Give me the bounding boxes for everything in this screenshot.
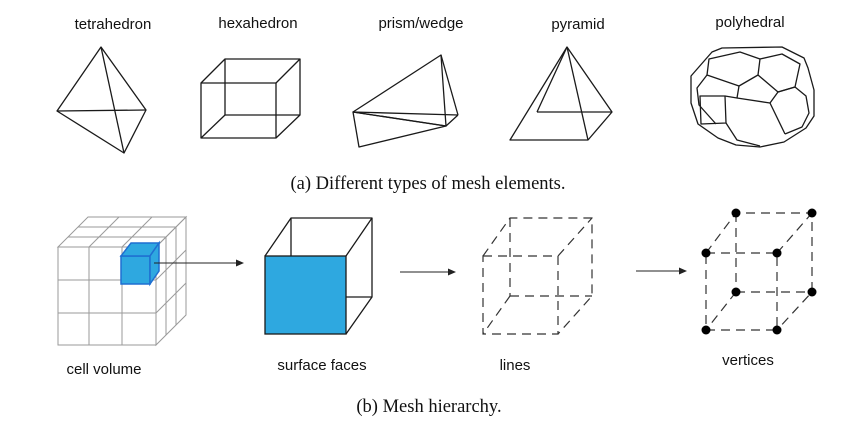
label-pyramid: pyramid bbox=[551, 16, 604, 33]
label-vertices: vertices bbox=[722, 352, 774, 369]
label-tetrahedron: tetrahedron bbox=[75, 16, 152, 33]
label-lines: lines bbox=[500, 357, 531, 374]
vertices-shape bbox=[701, 208, 817, 335]
vertex-dot bbox=[807, 287, 817, 297]
label-surface-faces: surface faces bbox=[277, 357, 366, 374]
vertex-dot bbox=[731, 287, 741, 297]
prism-wedge-shape bbox=[352, 54, 459, 148]
highlighted-cell bbox=[119, 240, 161, 287]
lines-shape bbox=[482, 217, 593, 335]
vertex-dot bbox=[772, 325, 782, 335]
hexahedron-shape bbox=[200, 58, 301, 139]
arrow-to-lines bbox=[400, 268, 456, 276]
tetrahedron-shape bbox=[56, 46, 147, 154]
cell-volume-shape bbox=[56, 215, 188, 347]
label-prism-wedge: prism/wedge bbox=[378, 15, 463, 32]
label-hexahedron: hexahedron bbox=[218, 15, 297, 32]
label-cell-volume: cell volume bbox=[66, 361, 141, 378]
arrow-to-surface-faces bbox=[154, 259, 244, 267]
vertex-dot bbox=[701, 248, 711, 258]
caption-a: (a) Different types of mesh elements. bbox=[290, 174, 565, 194]
caption-b: (b) Mesh hierarchy. bbox=[356, 397, 501, 417]
vertex-dot bbox=[772, 248, 782, 258]
label-polyhedral: polyhedral bbox=[715, 14, 784, 31]
arrow-to-vertices bbox=[636, 267, 687, 275]
vertex-dot bbox=[701, 325, 711, 335]
polyhedral-shape bbox=[690, 46, 815, 148]
vertex-dot bbox=[731, 208, 741, 218]
vertex-dot bbox=[807, 208, 817, 218]
surface-faces-shape bbox=[264, 217, 373, 335]
pyramid-shape bbox=[509, 46, 613, 141]
